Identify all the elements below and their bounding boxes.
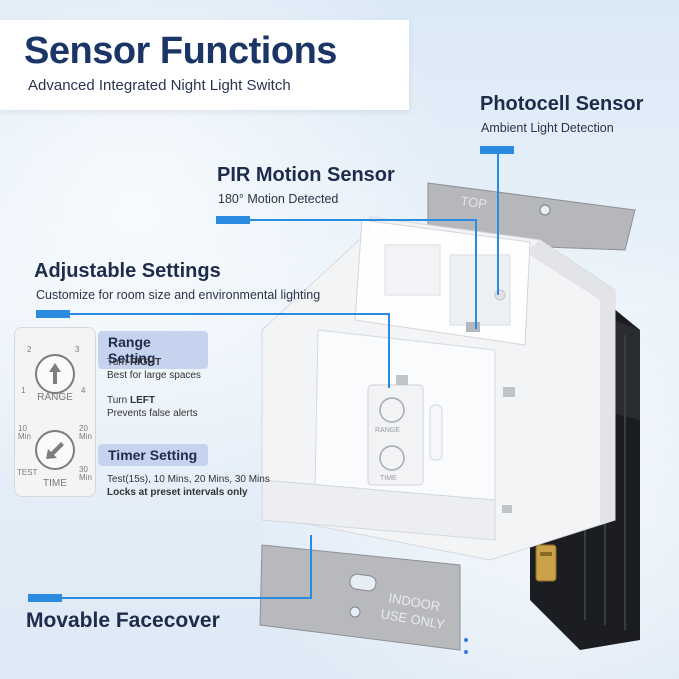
range-tick-4: 4 <box>81 386 86 395</box>
adjustable-leader-v <box>388 313 390 388</box>
top-plate-label: TOP <box>460 193 488 212</box>
pir-leader-v <box>475 219 477 329</box>
time-tick-20: 20 <box>79 424 88 433</box>
page-subtitle: Advanced Integrated Night Light Switch <box>28 77 291 94</box>
time-tick-10-unit: Min <box>18 432 31 441</box>
time-label: TIME <box>43 478 67 489</box>
timer-desc: Test(15s), 10 Mins, 20 Mins, 30 Mins Loc… <box>107 473 270 499</box>
time-tick-test: TEST <box>17 468 38 477</box>
time-tick-30: 30 <box>79 465 88 474</box>
range-right-word: RIGHT <box>129 357 162 368</box>
range-dial <box>35 354 75 394</box>
title-card: Sensor Functions Advanced Integrated Nig… <box>0 20 409 110</box>
facecover-leader-v <box>310 535 312 599</box>
range-left-prefix: Turn <box>107 395 130 406</box>
time-tick-30-unit: Min <box>79 473 92 482</box>
range-label: RANGE <box>37 392 73 403</box>
faceplate-range-label: RANGE <box>375 427 400 434</box>
time-dial <box>35 430 75 470</box>
arrow-down-left-icon <box>46 442 64 459</box>
time-tick-20-unit: Min <box>79 432 92 441</box>
faceplate-time-label: TIME <box>380 475 397 482</box>
photocell-heading: Photocell Sensor <box>480 93 644 115</box>
adjustable-marker <box>36 310 70 318</box>
timer-options: Test(15s), 10 Mins, 20 Mins, 30 Mins <box>107 474 270 485</box>
range-tick-1: 1 <box>21 386 26 395</box>
range-tick-2: 2 <box>27 345 32 354</box>
range-setting-pill: Range Setting <box>98 331 208 369</box>
facecover-marker <box>28 594 62 602</box>
timer-note: Locks at preset intervals only <box>107 487 248 498</box>
adjustable-description: Customize for room size and environmenta… <box>36 288 321 302</box>
photocell-leader <box>497 150 499 295</box>
timer-setting-pill: Timer Setting <box>98 444 208 466</box>
range-right-prefix: Turn <box>107 357 130 368</box>
pir-heading: PIR Motion Sensor <box>217 164 395 186</box>
range-left-desc: Turn LEFT Prevents false alerts <box>107 394 198 420</box>
faceplate-dials: RANGE TIME <box>367 384 443 486</box>
range-left-text: Prevents false alerts <box>107 408 198 419</box>
facecover-leader-h <box>60 597 311 599</box>
pir-description: 180° Motion Detected <box>218 192 339 206</box>
range-right-text: Best for large spaces <box>107 370 201 381</box>
adjustable-heading: Adjustable Settings <box>34 260 221 282</box>
page-title: Sensor Functions <box>24 30 337 72</box>
adjustable-leader-h <box>60 313 390 315</box>
range-left-word: LEFT <box>129 395 155 406</box>
pir-marker <box>216 216 250 224</box>
range-tick-3: 3 <box>75 345 80 354</box>
photocell-description: Ambient Light Detection <box>481 121 614 135</box>
dial-card: 2 3 1 4 RANGE 10 Min 20 Min TEST 30 Min … <box>14 327 96 497</box>
range-right-desc: Turn RIGHT Best for large spaces <box>107 356 201 382</box>
arrow-up-icon <box>49 363 61 384</box>
pir-leader-h <box>240 219 476 221</box>
facecover-heading: Movable Facecover <box>26 609 220 632</box>
time-tick-10: 10 <box>18 424 27 433</box>
